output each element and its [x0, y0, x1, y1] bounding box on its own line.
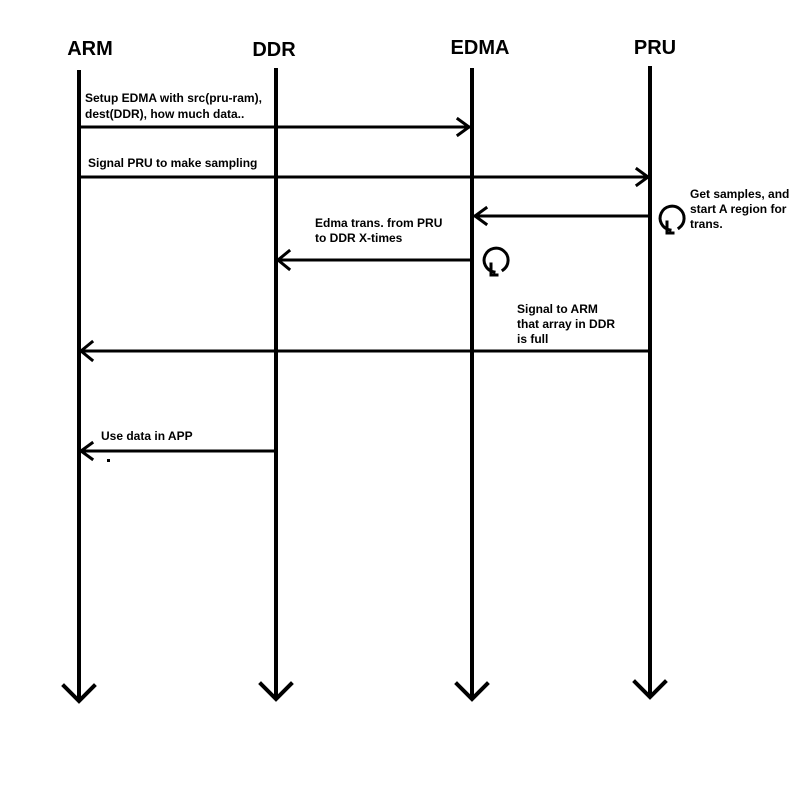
message-label-line: Signal PRU to make sampling: [88, 156, 257, 170]
message-label-line: trans.: [690, 217, 723, 231]
actor-label-edma: EDMA: [451, 37, 510, 59]
message-label-line: Setup EDMA with src(pru-ram),: [85, 91, 262, 105]
message-signal-pru: Signal PRU to make sampling: [77, 156, 651, 188]
message-label-line: to DDR X-times: [315, 231, 403, 245]
actor-label-arm: ARM: [67, 38, 113, 60]
loop-icon: [658, 204, 686, 235]
lifeline-pru: [632, 66, 668, 700]
message-use-data: Use data in APP: [78, 429, 278, 462]
message-label-line: dest(DDR), how much data..: [85, 107, 244, 121]
actor-label-ddr: DDR: [252, 39, 296, 61]
message-label-line: start A region for: [690, 202, 787, 216]
message-label-line: Signal to ARM: [517, 302, 598, 316]
message-label-line: Get samples, and: [690, 187, 789, 201]
message-get-samples: Get samples, and start A region for tran…: [472, 187, 789, 231]
message-label-line: that array in DDR: [517, 317, 615, 331]
lifeline-edma: [454, 68, 490, 702]
message-label-line: Use data in APP: [101, 429, 193, 443]
actor-label-pru: PRU: [634, 37, 676, 59]
message-setup-edma: Setup EDMA with src(pru-ram), dest(DDR),…: [77, 91, 472, 138]
message-label-line: Edma trans. from PRU: [315, 216, 442, 230]
message-label-line: is full: [517, 332, 548, 346]
stray-dot: [107, 459, 110, 462]
message-edma-transfer: Edma trans. from PRU to DDR X-times: [275, 216, 474, 272]
loop-icon: [482, 246, 510, 277]
message-signal-arm: Signal to ARM that array in DDR is full: [78, 302, 652, 363]
lifeline-ddr: [258, 68, 294, 702]
